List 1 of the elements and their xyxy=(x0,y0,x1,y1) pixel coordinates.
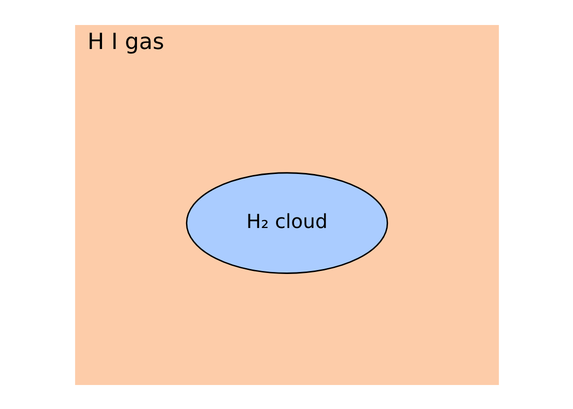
node-ellipse: H₂ cloud xyxy=(185,172,388,274)
